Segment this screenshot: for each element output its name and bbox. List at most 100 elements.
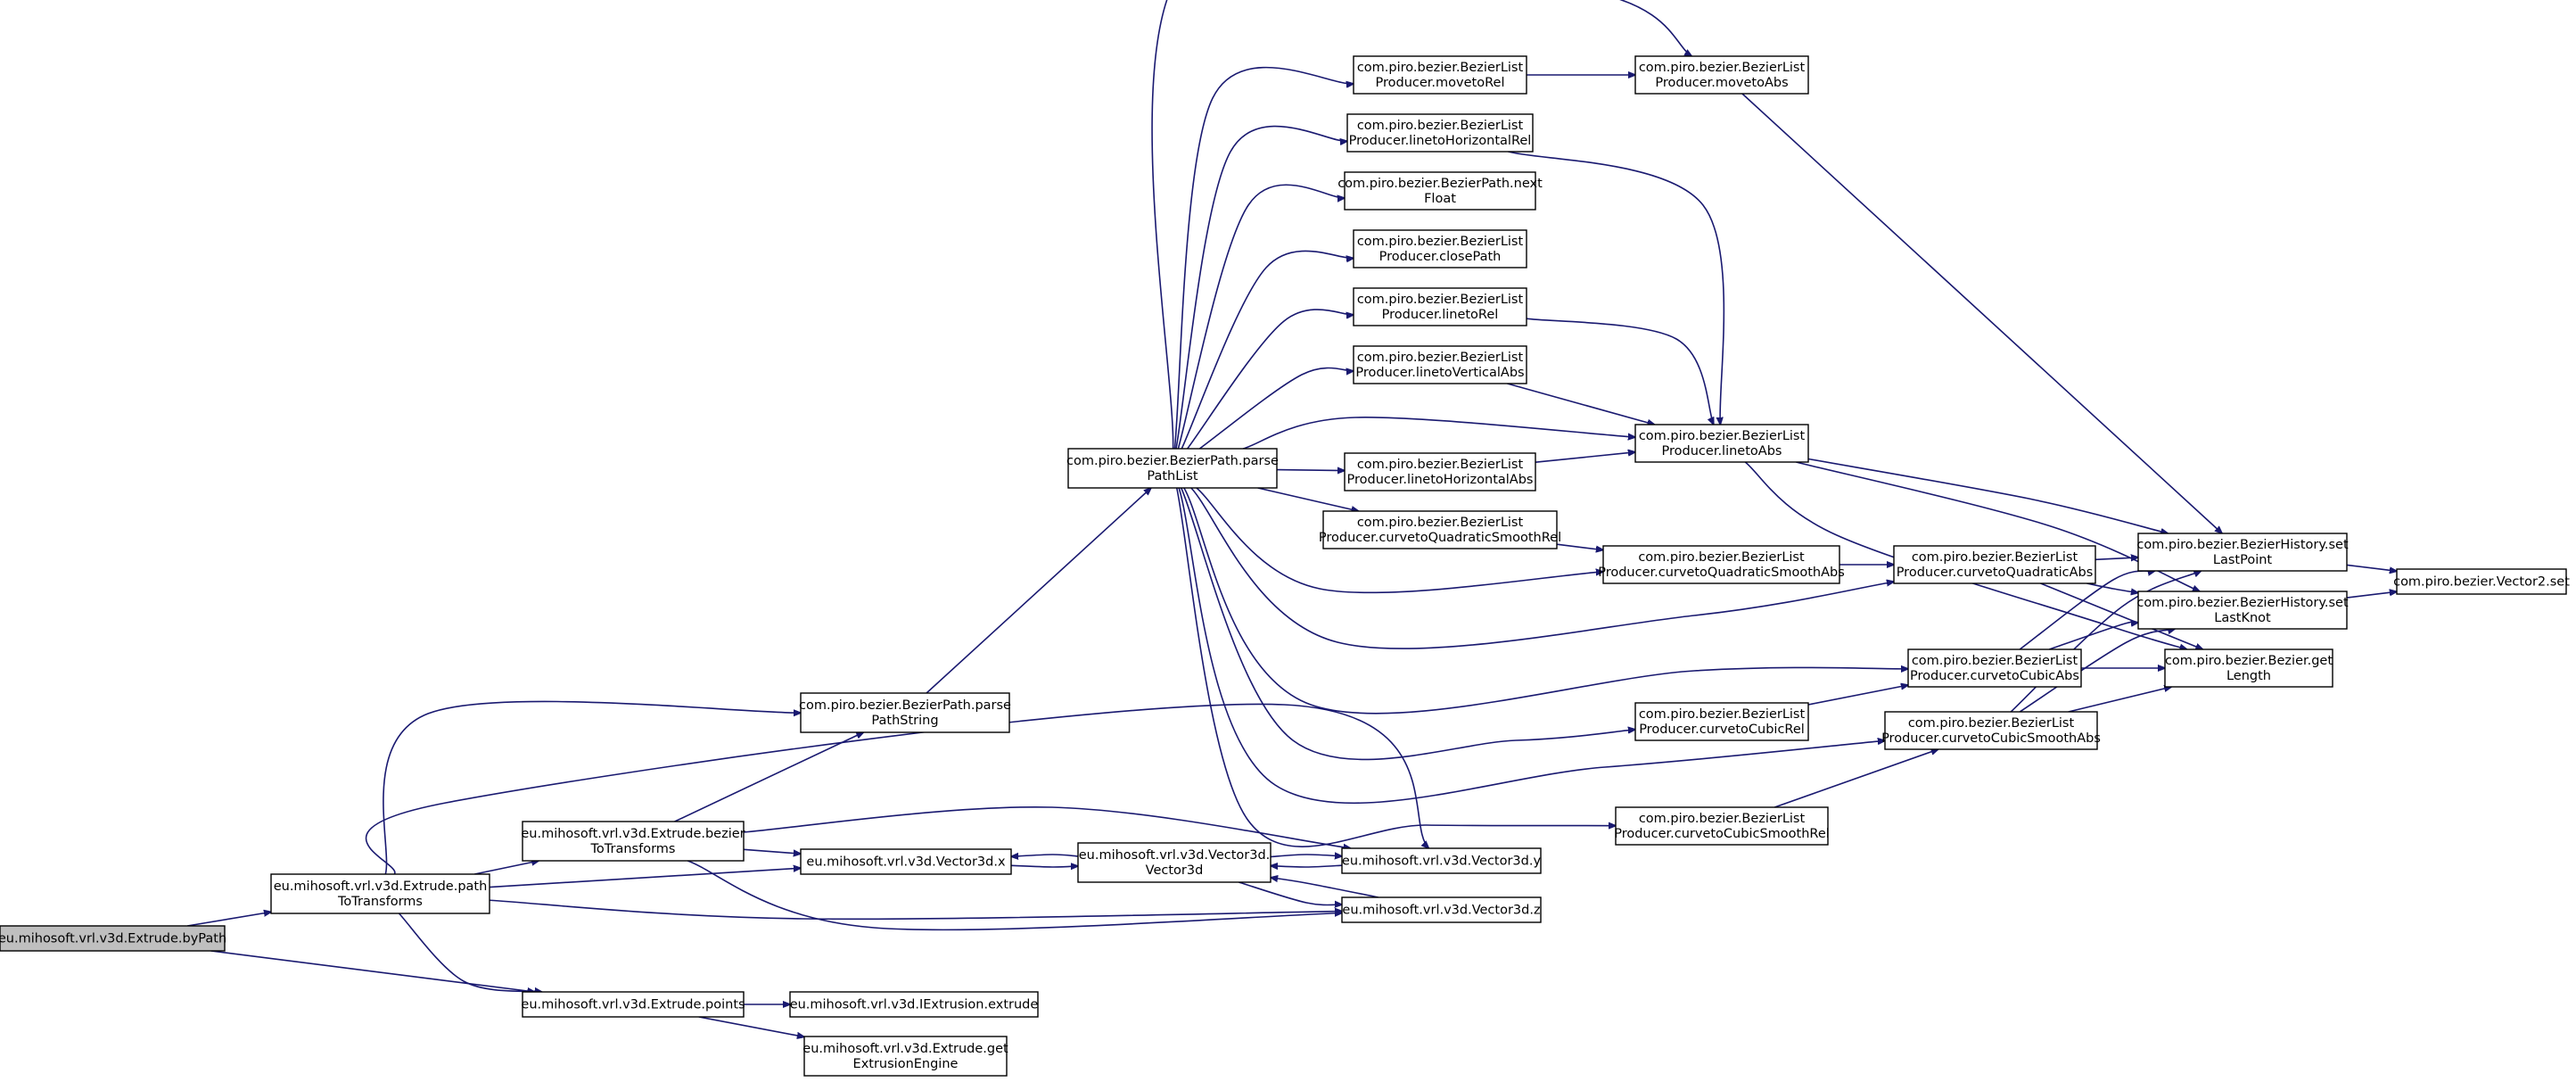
- node-linetoAbs[interactable]: com.piro.bezier.BezierListProducer.linet…: [1634, 424, 1809, 463]
- node-box[interactable]: [522, 991, 745, 1018]
- node-curvetoCubicSmoothRel[interactable]: com.piro.bezier.BezierListProducer.curve…: [1614, 806, 1830, 846]
- node-label: com.piro.bezier.BezierList: [1639, 429, 1806, 443]
- edge-parsePathList-to-linetoVerticalAbs: [1198, 367, 1354, 450]
- node-box[interactable]: [1341, 847, 1542, 874]
- node-vector2Set[interactable]: com.piro.bezier.Vector2.set: [2393, 568, 2570, 595]
- node-label: LastKnot: [2214, 611, 2271, 625]
- node-curvetoCubicRel[interactable]: com.piro.bezier.BezierListProducer.curve…: [1634, 702, 1809, 741]
- node-box[interactable]: [0, 925, 226, 952]
- node-box[interactable]: [1346, 113, 1534, 153]
- node-curvetoCubicSmoothAbs[interactable]: com.piro.bezier.BezierListProducer.curve…: [1881, 711, 2101, 750]
- node-box[interactable]: [2137, 591, 2348, 630]
- node-movetoAbs[interactable]: com.piro.bezier.BezierListProducer.movet…: [1634, 55, 1809, 95]
- node-box[interactable]: [803, 1036, 1008, 1077]
- node-box[interactable]: [800, 848, 1012, 875]
- node-box[interactable]: [800, 692, 1010, 733]
- node-label: Length: [2226, 669, 2271, 683]
- node-linetoHorizontalAbs[interactable]: com.piro.bezier.BezierListProducer.linet…: [1344, 452, 1536, 491]
- node-label: PathList: [1147, 469, 1198, 483]
- node-label: com.piro.bezier.BezierPath.next: [1337, 177, 1543, 191]
- edge-parsePathList-to-linetoAbs: [1242, 417, 1635, 450]
- node-label: ToTransforms: [590, 842, 676, 856]
- node-curvetoCubicAbs[interactable]: com.piro.bezier.BezierListProducer.curve…: [1907, 648, 2082, 688]
- node-extrude[interactable]: eu.mihosoft.vrl.v3d.IExtrusion.extrude: [789, 991, 1039, 1018]
- node-bezierToTransforms[interactable]: eu.mihosoft.vrl.v3d.Extrude.bezierToTran…: [521, 821, 745, 862]
- node-label: eu.mihosoft.vrl.v3d.Vector3d.z: [1342, 904, 1540, 918]
- node-box[interactable]: [1344, 452, 1536, 491]
- node-vecCtor[interactable]: eu.mihosoft.vrl.v3d.Vector3d.Vector3d: [1077, 842, 1272, 883]
- node-label: ToTransforms: [337, 895, 423, 909]
- node-label: com.piro.bezier.BezierList: [1357, 458, 1524, 472]
- node-box[interactable]: [1634, 424, 1809, 463]
- node-box[interactable]: [1322, 510, 1558, 549]
- edge-linetoHorizontalRel-to-linetoAbs: [1508, 151, 1725, 425]
- node-closePath[interactable]: com.piro.bezier.BezierListProducer.close…: [1353, 229, 1527, 268]
- edge-parsePathString-to-parsePathList: [926, 488, 1151, 694]
- node-box[interactable]: [1077, 842, 1272, 883]
- node-setLastKnot[interactable]: com.piro.bezier.BezierHistory.setLastKno…: [2136, 591, 2349, 630]
- node-linetoHorizontalRel[interactable]: com.piro.bezier.BezierListProducer.linet…: [1346, 113, 1534, 153]
- node-label: eu.mihosoft.vrl.v3d.Vector3d.x: [806, 855, 1006, 870]
- node-box[interactable]: [1893, 545, 2096, 584]
- node-label: com.piro.bezier.Vector2.set: [2393, 575, 2570, 590]
- node-box[interactable]: [1341, 896, 1542, 923]
- node-linetoVerticalAbs[interactable]: com.piro.bezier.BezierListProducer.linet…: [1353, 345, 1527, 384]
- node-label: com.piro.bezier.BezierList: [1357, 293, 1524, 307]
- node-label: eu.mihosoft.vrl.v3d.Vector3d.y: [1342, 855, 1542, 869]
- node-parsePathString[interactable]: com.piro.bezier.BezierPath.parsePathStri…: [799, 692, 1011, 733]
- node-box[interactable]: [270, 873, 490, 914]
- node-label: Producer.curvetoQuadraticSmoothRel: [1319, 531, 1561, 545]
- node-box[interactable]: [1884, 711, 2098, 750]
- node-label: com.piro.bezier.BezierList: [1908, 716, 2075, 731]
- node-label: Producer.linetoHorizontalRel: [1349, 134, 1532, 148]
- node-setLastPoint[interactable]: com.piro.bezier.BezierHistory.setLastPoi…: [2136, 533, 2349, 572]
- node-pathToTransforms[interactable]: eu.mihosoft.vrl.v3d.Extrude.pathToTransf…: [270, 873, 490, 914]
- node-box[interactable]: [789, 991, 1039, 1018]
- node-curvetoQuadraticSmoothRel[interactable]: com.piro.bezier.BezierListProducer.curve…: [1319, 510, 1561, 549]
- node-label: Producer.linetoRel: [1382, 308, 1499, 322]
- node-box[interactable]: [522, 821, 745, 862]
- node-box[interactable]: [1353, 229, 1527, 268]
- node-box[interactable]: [2137, 533, 2348, 572]
- edge-curvetoQuadraticSmoothRel-to-curvetoQuadraticSmoothAbs: [1556, 543, 1603, 549]
- node-box[interactable]: [1344, 171, 1536, 211]
- node-box[interactable]: [2396, 568, 2567, 595]
- node-label: eu.mihosoft.vrl.v3d.IExtrusion.extrude: [790, 998, 1039, 1012]
- node-vecY[interactable]: eu.mihosoft.vrl.v3d.Vector3d.y: [1341, 847, 1542, 874]
- node-box[interactable]: [1634, 55, 1809, 95]
- node-linetoRel[interactable]: com.piro.bezier.BezierListProducer.linet…: [1353, 287, 1527, 326]
- node-box[interactable]: [1602, 545, 1840, 584]
- node-box[interactable]: [1353, 55, 1527, 95]
- node-box[interactable]: [1907, 648, 2082, 688]
- edge-movetoAbs-to-setLastPoint: [1741, 93, 2222, 533]
- node-label: com.piro.bezier.BezierList: [1639, 812, 1806, 826]
- edge-parsePathList-to-curvetoCubicRel: [1181, 487, 1635, 761]
- node-curvetoQuadraticSmoothAbs[interactable]: com.piro.bezier.BezierListProducer.curve…: [1598, 545, 1845, 584]
- node-getEngine[interactable]: eu.mihosoft.vrl.v3d.Extrude.getExtrusion…: [802, 1036, 1008, 1077]
- edge-curvetoQuadraticAbs-to-getLength: [2040, 582, 2203, 649]
- node-box[interactable]: [1067, 448, 1278, 489]
- node-movetoRel[interactable]: com.piro.bezier.BezierListProducer.movet…: [1353, 55, 1527, 95]
- node-vecZ[interactable]: eu.mihosoft.vrl.v3d.Vector3d.z: [1341, 896, 1542, 923]
- node-box[interactable]: [1615, 806, 1829, 846]
- edge-linetoVerticalAbs-to-linetoAbs: [1507, 383, 1654, 425]
- node-byPath[interactable]: eu.mihosoft.vrl.v3d.Extrude.byPath: [0, 925, 226, 952]
- edge-curvetoCubicSmoothAbs-to-setLastPoint: [2010, 571, 2201, 713]
- node-points[interactable]: eu.mihosoft.vrl.v3d.Extrude.points: [521, 991, 745, 1018]
- node-box[interactable]: [1353, 287, 1527, 326]
- node-label: com.piro.bezier.BezierList: [1638, 550, 1805, 565]
- node-label: Producer.curvetoCubicSmoothAbs: [1881, 731, 2101, 746]
- node-box[interactable]: [2164, 648, 2333, 688]
- node-label: Producer.linetoVerticalAbs: [1355, 366, 1524, 380]
- edge-linetoAbs-to-setLastPoint: [1807, 458, 2168, 533]
- node-vecX[interactable]: eu.mihosoft.vrl.v3d.Vector3d.x: [800, 848, 1012, 875]
- node-label: com.piro.bezier.Bezier.get: [2165, 654, 2333, 668]
- node-label: Producer.movetoRel: [1376, 76, 1505, 90]
- node-curvetoQuadraticAbs[interactable]: com.piro.bezier.BezierListProducer.curve…: [1893, 545, 2096, 584]
- node-box[interactable]: [1353, 345, 1527, 384]
- node-box[interactable]: [1634, 702, 1809, 741]
